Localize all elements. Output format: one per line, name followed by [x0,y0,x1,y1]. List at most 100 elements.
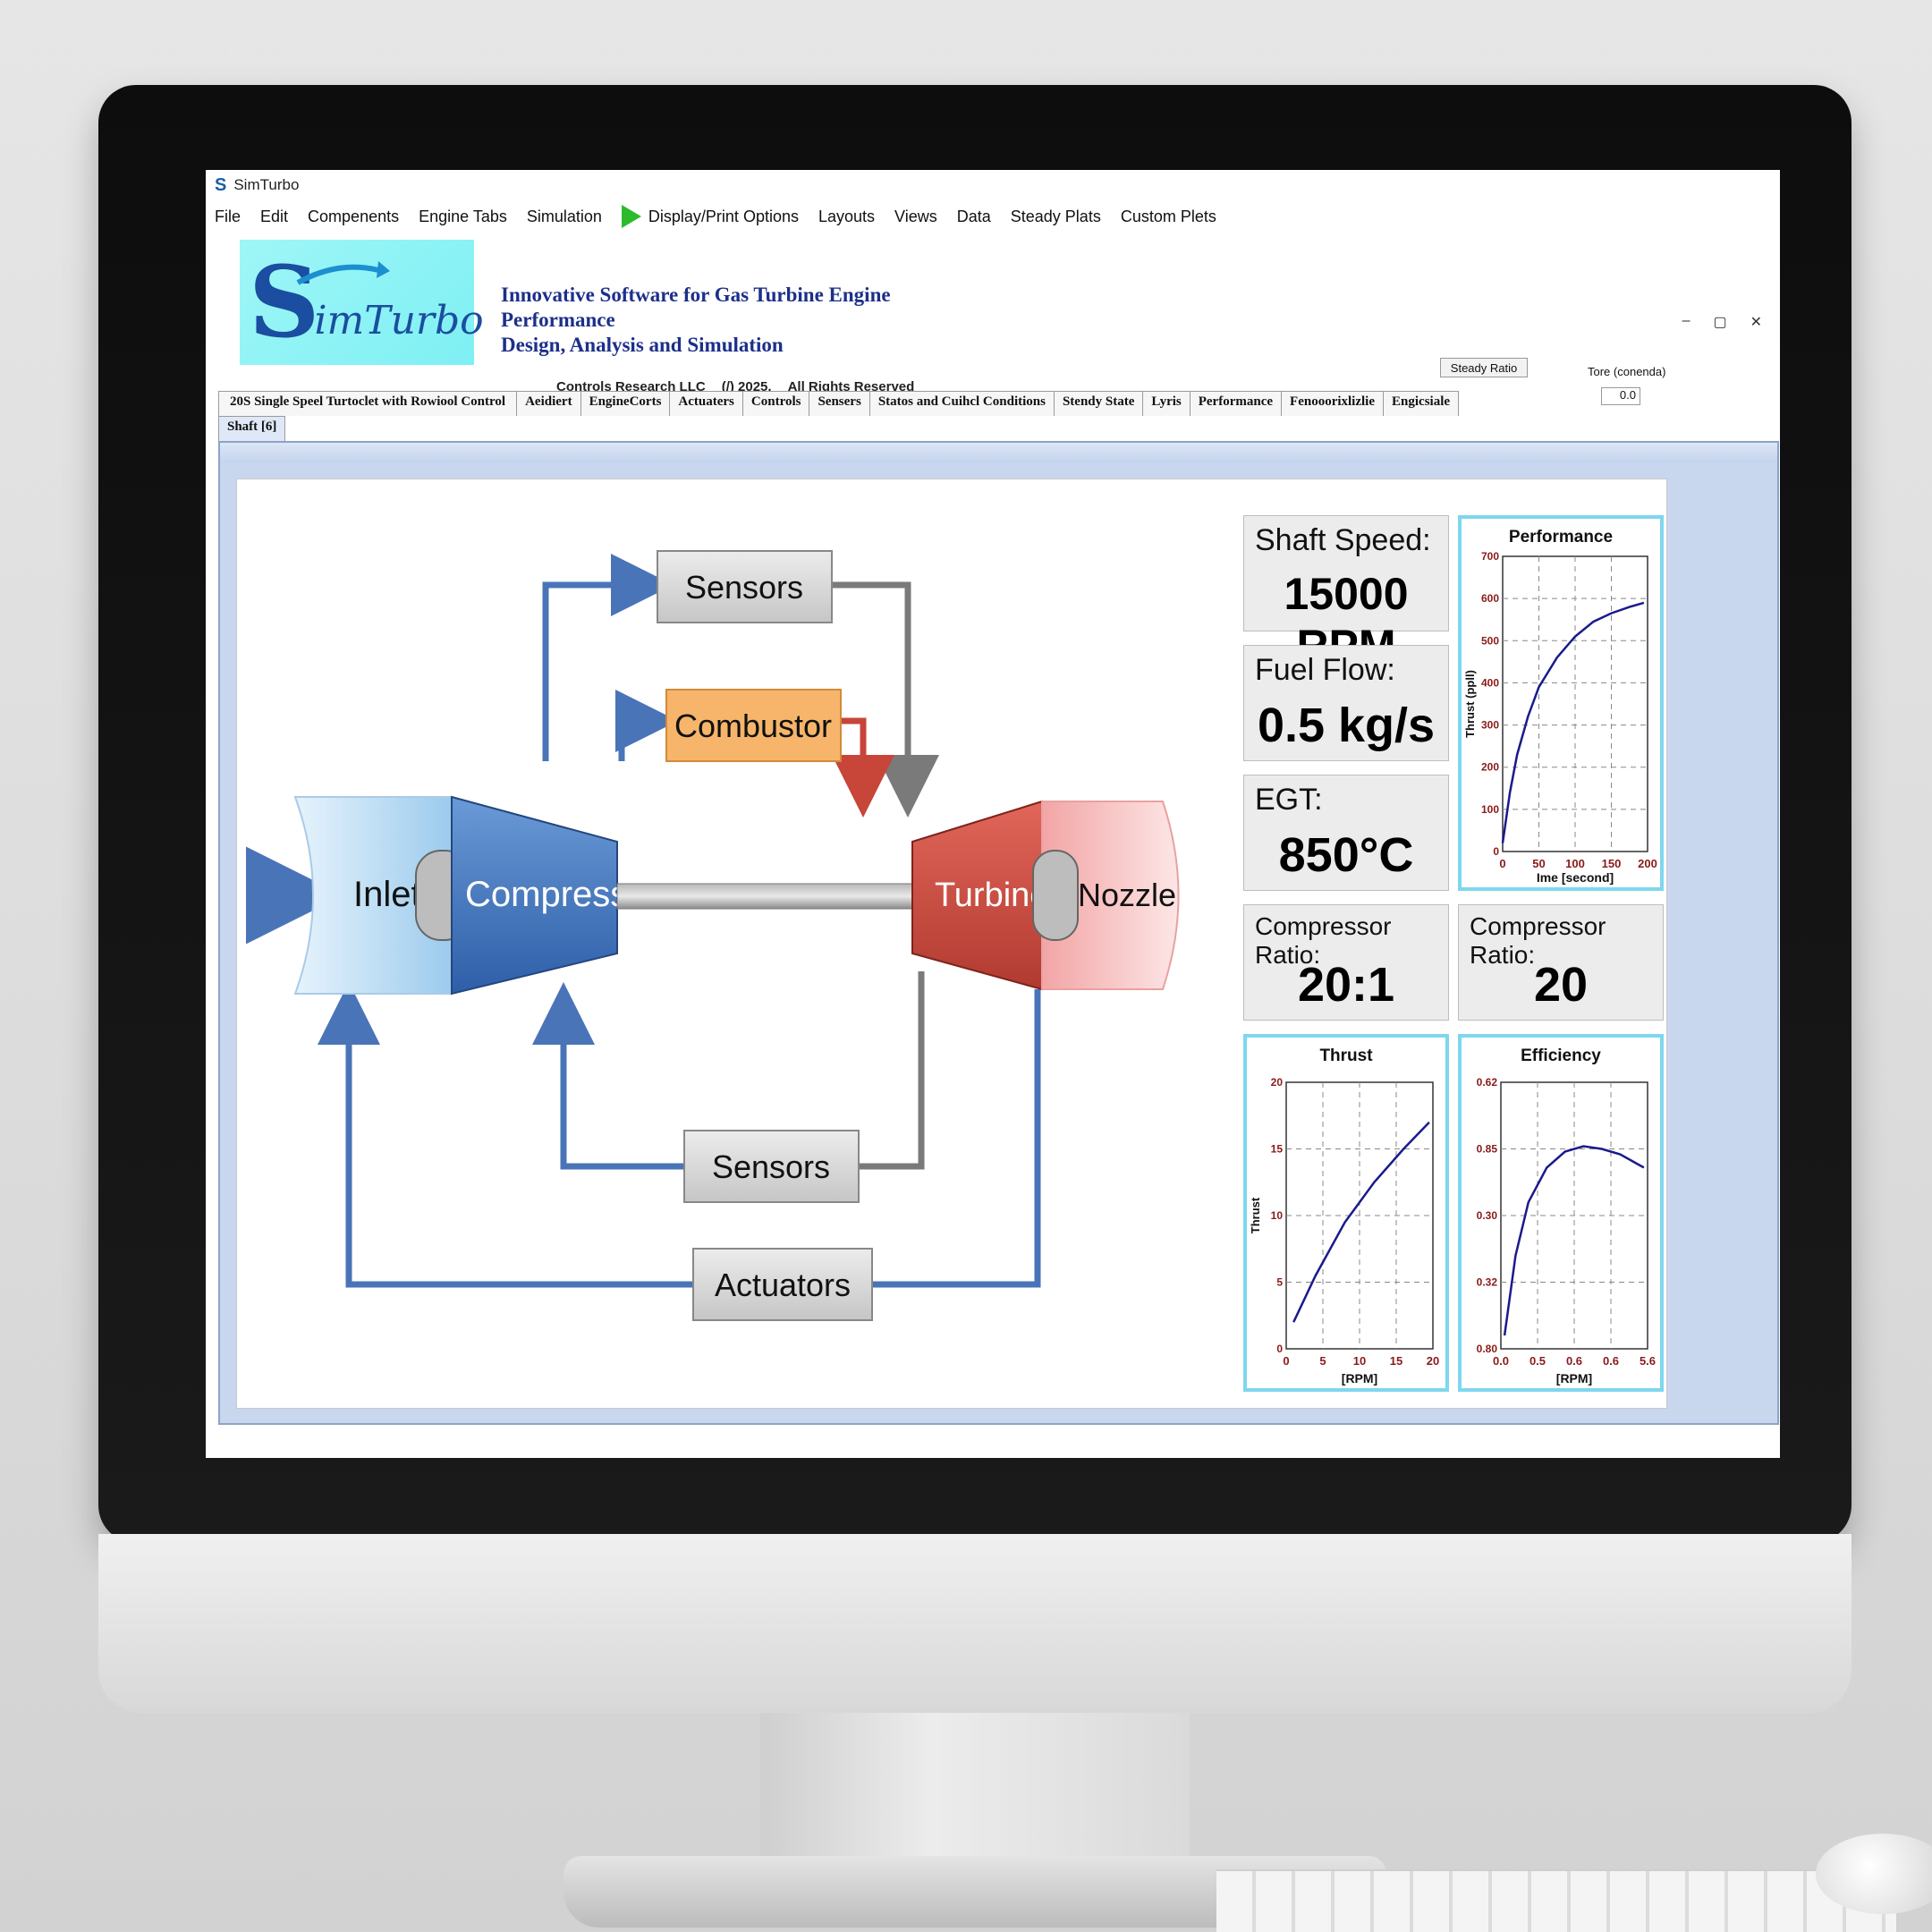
turbine-block[interactable]: Turbine [911,800,1048,991]
time-input[interactable]: 0.0 [1601,387,1640,405]
y-tick-label: 0.30 [1477,1209,1498,1222]
chart-title: Performance [1509,528,1613,547]
y-tick-label: 100 [1481,803,1499,816]
monitor-chin [98,1534,1852,1713]
chart-title: Efficiency [1521,1046,1601,1065]
maximize-icon[interactable]: ▢ [1713,315,1727,330]
fuel-flow-panel: Fuel Flow: 0.5 kg/s [1243,645,1449,761]
tab-row-2: Shaft [6] [218,416,286,441]
combustor-label: Combustor [674,708,832,744]
x-tick-label: 0.6 [1603,1354,1619,1368]
time-label: Tore (conenda) [1588,365,1666,378]
y-axis-label: Thrust (ppll) [1463,670,1477,738]
tab-status-conditions[interactable]: Statos and Cuihcl Conditions [869,391,1055,416]
menu-components[interactable]: Compenents [308,207,400,225]
keyboard [1216,1869,1896,1932]
inlet-label: Inlet [353,875,421,914]
y-tick-label: 5 [1276,1276,1283,1289]
tab-steady-state[interactable]: Stendy State [1053,391,1144,416]
tab-controls[interactable]: Controls [741,391,810,416]
y-tick-label: 600 [1481,592,1499,605]
x-tick-label: 10 [1353,1354,1366,1368]
tab-model[interactable]: 20S Single Speel Turtoclet with Rowiool … [218,391,518,416]
y-tick-label: 0.85 [1477,1143,1498,1156]
titlebar: S SimTurbo [206,170,1780,200]
menu-data[interactable]: Data [956,207,991,225]
x-tick-label: 20 [1427,1354,1439,1368]
shaft [616,883,913,910]
menu-steady-plots[interactable]: Steady Plats [1010,207,1101,225]
menu-custom-plots[interactable]: Custom Plets [1120,207,1216,225]
sensors-bottom-block[interactable]: Sensors [683,1130,860,1203]
nozzle-label: Nozzle [1078,877,1176,913]
x-tick-label: 0.6 [1566,1354,1582,1368]
tab-engine-components[interactable]: EngineCorts [580,391,671,416]
tab-lyris[interactable]: Lyris [1142,391,1191,416]
y-tick-label: 700 [1481,550,1499,563]
menu-layouts[interactable]: Layouts [818,207,876,225]
tab-row-1: 20S Single Speel Turtoclet with Rowiool … [218,389,1460,416]
menu-edit[interactable]: Edit [260,207,289,225]
series-line [1292,1121,1430,1323]
minimize-icon[interactable]: – [1682,313,1690,328]
workspace-strip [220,443,1777,462]
tab-performance[interactable]: Performance [1189,391,1283,416]
compressor-ratio-a-value: 20:1 [1297,958,1395,1012]
sensors-top-block[interactable]: Sensors [657,550,833,623]
x-tick-label: 5 [1319,1354,1326,1368]
logo-letter: S [249,244,320,360]
mouse [1816,1834,1932,1914]
x-tick-label: 50 [1532,857,1545,870]
tab-ambient[interactable]: Aeidiert [516,391,581,416]
y-axis-label: Thrust [1249,1197,1262,1233]
inlet-block[interactable]: Inlet [293,796,453,995]
steady-ratio-button[interactable]: Steady Ratio [1440,358,1528,377]
series-line [1501,601,1645,843]
x-tick-label: 5.6 [1640,1354,1656,1368]
logo-arrow-icon [296,261,390,285]
x-tick-label: 0.5 [1530,1354,1546,1368]
play-icon[interactable] [621,205,641,228]
compressor-ratio-panel-b: Compressor Ratio: 20 [1458,904,1664,1021]
menu-engine-tabs[interactable]: Engine Tabs [419,207,507,225]
menu-file[interactable]: File [215,207,242,225]
egt-panel: EGT: 850°C [1243,775,1449,891]
nozzle-block[interactable]: Nozzle [1032,801,1180,990]
tab-engicsiale[interactable]: Engicsiale [1383,391,1460,416]
y-tick-label: 0.80 [1477,1343,1498,1355]
fuel-flow-label: Fuel Flow: [1255,653,1395,687]
compressor-ratio-panel-a: Compressor Ratio: 20:1 [1243,904,1449,1021]
app-window: S SimTurbo – ▢ ✕ File Edit Compenents En… [206,170,1780,1458]
actuators-block[interactable]: Actuators [692,1248,873,1321]
menubar: File Edit Compenents Engine Tabs Simulat… [206,200,1780,233]
shaft-speed-panel: Shaft Speed: 15000 RPM [1243,515,1449,671]
close-icon[interactable]: ✕ [1750,315,1762,330]
menu-simulation[interactable]: Simulation [526,207,602,225]
y-tick-label: 15 [1271,1143,1284,1156]
menu-display-print-options[interactable]: Display/Print Options [648,207,799,225]
fuel-flow-value: 0.5 kg/s [1257,699,1436,752]
x-tick-label: 15 [1390,1354,1402,1368]
monitor: S SimTurbo – ▢ ✕ File Edit Compenents En… [98,85,1852,1928]
logo-text: imTurbo [314,297,484,343]
tagline-line1: Innovative Software for Gas Turbine Engi… [501,284,891,331]
combustor-block[interactable]: Combustor [665,689,842,762]
tab-fenooorixlizlie[interactable]: Fenooorixlizlie [1281,391,1385,416]
actuators-label: Actuators [715,1267,851,1303]
x-axis-label: [RPM] [1556,1371,1592,1385]
menu-views[interactable]: Views [894,207,937,225]
window-controls: – ▢ ✕ [1682,313,1762,331]
y-tick-label: 0 [1276,1343,1283,1355]
tab-sensors[interactable]: Sensers [809,391,870,416]
tab-shaft[interactable]: Shaft [6] [218,416,286,441]
tab-actuators[interactable]: Actuaters [669,391,743,416]
workspace: Inlet Compressor Turbine [218,441,1779,1425]
x-tick-label: 0 [1283,1354,1289,1368]
y-tick-label: 300 [1481,719,1499,732]
compressor-ratio-b-value: 20 [1533,958,1589,1012]
app-icon: S [215,174,227,195]
